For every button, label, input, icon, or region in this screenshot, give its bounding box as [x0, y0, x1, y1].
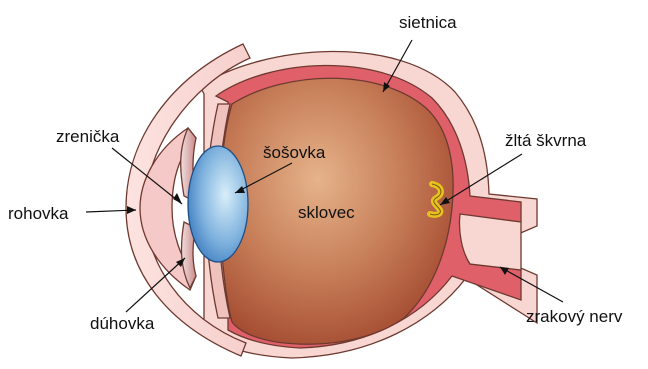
label-sosovka: šošovka — [263, 143, 326, 162]
label-rohovka: rohovka — [8, 204, 69, 223]
label-sklovec: sklovec — [298, 203, 355, 222]
label-zlta-skvrna: žltá škvrna — [505, 131, 587, 150]
label-zrakovy-nerv: zrakový nerv — [526, 307, 623, 326]
zrenicka-arrowhead — [173, 193, 182, 204]
label-sietnica: sietnica — [399, 13, 457, 32]
label-zrenicka: zrenička — [56, 127, 120, 146]
lens-shape — [188, 146, 248, 262]
label-duhovka: dúhovka — [90, 314, 155, 333]
optic-nerve-band — [459, 214, 521, 270]
